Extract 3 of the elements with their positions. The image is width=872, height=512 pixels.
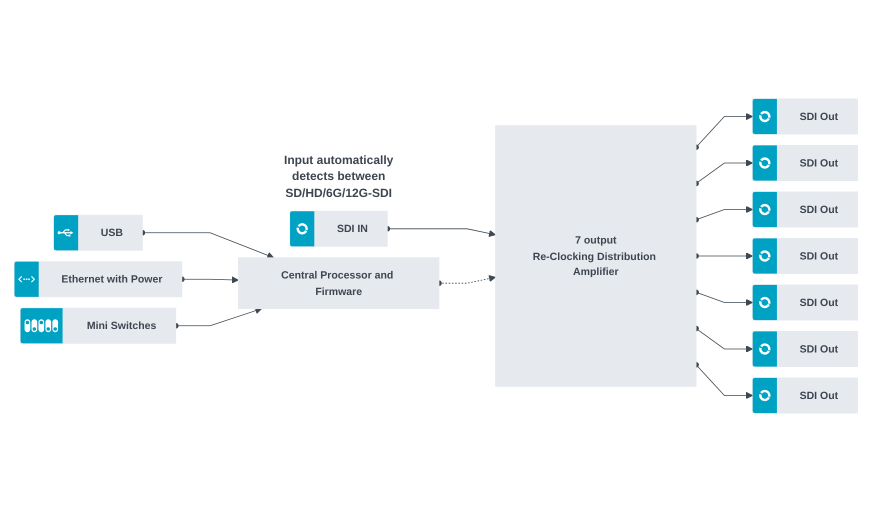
node-box: 7 output Re-Clocking Distribution Amplifier [495,125,696,387]
note-text: Input automatically detects between SD/HD/6G/12G-SDI [282,152,394,201]
node-box: Central Processor and Firmware [238,257,440,310]
